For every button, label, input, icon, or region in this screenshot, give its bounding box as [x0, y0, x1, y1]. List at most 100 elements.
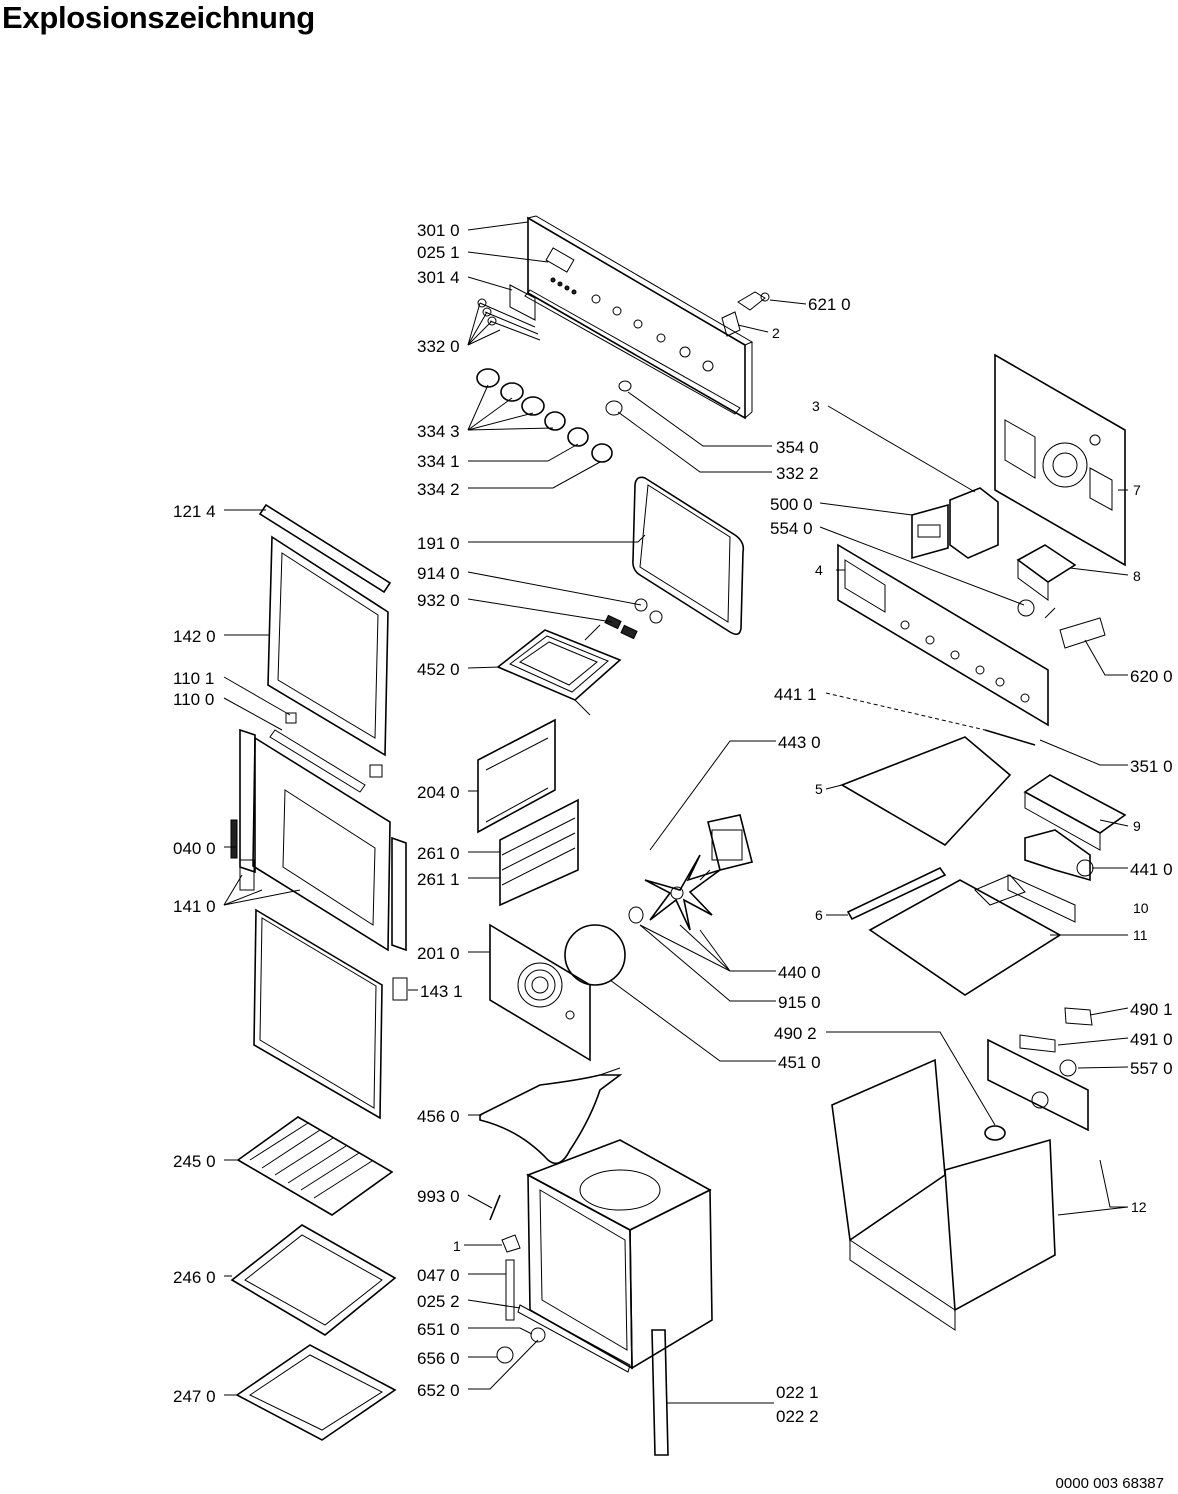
connector-drawing: [721, 291, 770, 337]
label-022-2: 022 2: [776, 1407, 819, 1426]
outer-door-drawing: [230, 728, 407, 952]
label-121-4: 121 4: [173, 502, 216, 521]
grill-element-drawing: [496, 624, 622, 716]
label-993-0: 993 0: [417, 1187, 460, 1206]
trays-drawing: [230, 1116, 397, 1441]
label-332-0: 332 0: [417, 337, 460, 356]
label-334-2: 334 2: [417, 480, 460, 499]
label-301-0: 301 0: [417, 221, 460, 240]
side-rails-drawing: [499, 798, 579, 907]
label-9: 9: [1133, 818, 1141, 834]
label-354-0: 354 0: [776, 438, 819, 457]
label-500-0: 500 0: [770, 495, 813, 514]
control-panel-drawing: [524, 215, 754, 420]
door-inner-frame-drawing: [253, 908, 408, 1120]
label-040-0: 040 0: [173, 839, 216, 858]
door-seal-drawing: [632, 476, 745, 636]
door-trim-drawing: [258, 503, 392, 594]
small-fittings-drawing: [489, 1194, 546, 1364]
label-025-2: 025 2: [417, 1292, 460, 1311]
label-110-1: 110 1: [173, 669, 214, 688]
leader-lines: [223, 221, 1129, 1404]
oven-housing-drawing: [831, 1007, 1093, 1331]
label-10: 10: [1133, 900, 1149, 916]
label-201-0: 201 0: [417, 944, 460, 963]
label-4: 4: [815, 562, 823, 578]
motor-housing-drawing: [1007, 774, 1127, 923]
spacers-drawing: [605, 380, 632, 416]
push-rods-drawing: [477, 284, 541, 341]
fan-cover-drawing: [489, 923, 591, 1062]
oven-cavity-drawing: [517, 1139, 713, 1373]
door-glass-drawing: [267, 535, 389, 757]
label-7: 7: [1133, 482, 1141, 498]
label-621-0: 621 0: [808, 295, 851, 314]
label-191-0: 191 0: [417, 534, 460, 553]
label-11: 11: [1133, 927, 1148, 943]
base-plate-drawing: [846, 866, 1062, 996]
label-12: 12: [1131, 1199, 1147, 1215]
fan-motor-drawing: [699, 814, 753, 881]
thermostat-drawing: [1016, 544, 1106, 649]
label-261-0: 261 0: [417, 844, 460, 863]
top-plate-drawing: [840, 736, 1012, 847]
label-451-0: 451 0: [778, 1053, 821, 1072]
shelf-support-drawing: [477, 718, 556, 834]
label-914-0: 914 0: [417, 564, 460, 583]
label-332-2: 332 2: [776, 464, 819, 483]
label-5: 5: [815, 781, 823, 797]
bottom-element-drawing: [479, 1067, 623, 1165]
label-652-0: 652 0: [417, 1381, 460, 1400]
label-656-0: 656 0: [417, 1349, 460, 1368]
label-491-0: 491 0: [1130, 1030, 1173, 1049]
nuts-drawing: [604, 598, 663, 640]
cable-drawing: [984, 729, 1036, 746]
label-915-0: 915 0: [778, 993, 821, 1012]
label-334-1: 334 1: [417, 452, 460, 471]
label-247-0: 247 0: [173, 1387, 216, 1406]
part-drawings: [230, 215, 1127, 1456]
document-number: 0000 003 68387: [1055, 1475, 1164, 1492]
knobs-drawing: [476, 368, 613, 463]
fan-drawing: [628, 854, 721, 931]
label-440-0: 440 0: [778, 963, 821, 982]
label-261-1: 261 1: [417, 870, 460, 889]
label-554-0: 554 0: [770, 519, 813, 538]
label-301-4: 301 4: [417, 268, 460, 287]
rear-panel-drawing: [837, 543, 1049, 727]
page-title: Explosionszeichnung: [2, 0, 315, 35]
door-clips-drawing: [269, 712, 383, 793]
label-246-0: 246 0: [173, 1268, 216, 1287]
label-245-0: 245 0: [173, 1152, 216, 1171]
label-1: 1: [453, 1238, 461, 1254]
label-452-0: 452 0: [417, 660, 460, 679]
label-143-1: 143 1: [420, 982, 463, 1001]
side-rail-drawing: [651, 1329, 669, 1456]
label-2: 2: [772, 325, 780, 341]
label-110-0: 110 0: [173, 690, 214, 709]
label-620-0: 620 0: [1130, 667, 1173, 686]
label-141-0: 141 0: [173, 897, 216, 916]
label-351-0: 351 0: [1130, 757, 1173, 776]
label-6: 6: [815, 907, 823, 923]
label-441-1: 441 1: [774, 685, 817, 704]
label-490-2: 490 2: [774, 1024, 817, 1043]
label-441-0: 441 0: [1130, 860, 1173, 879]
label-047-0: 047 0: [417, 1266, 460, 1285]
ring-heater-drawing: [564, 924, 626, 986]
timer-drawing: [911, 487, 999, 560]
label-456-0: 456 0: [417, 1107, 460, 1126]
label-8: 8: [1133, 568, 1141, 584]
label-932-0: 932 0: [417, 591, 460, 610]
label-022-1: 022 1: [776, 1383, 819, 1402]
label-443-0: 443 0: [778, 733, 821, 752]
label-204-0: 204 0: [417, 783, 460, 802]
back-panel-drawing: [994, 353, 1126, 567]
label-3: 3: [812, 398, 820, 414]
label-334-3: 334 3: [417, 422, 460, 441]
part-labels: 301 0 025 1 301 4 332 0 621 0 2 334 3 33…: [173, 221, 1173, 1426]
label-557-0: 557 0: [1130, 1059, 1173, 1078]
label-025-1: 025 1: [417, 243, 460, 262]
label-651-0: 651 0: [417, 1320, 460, 1339]
